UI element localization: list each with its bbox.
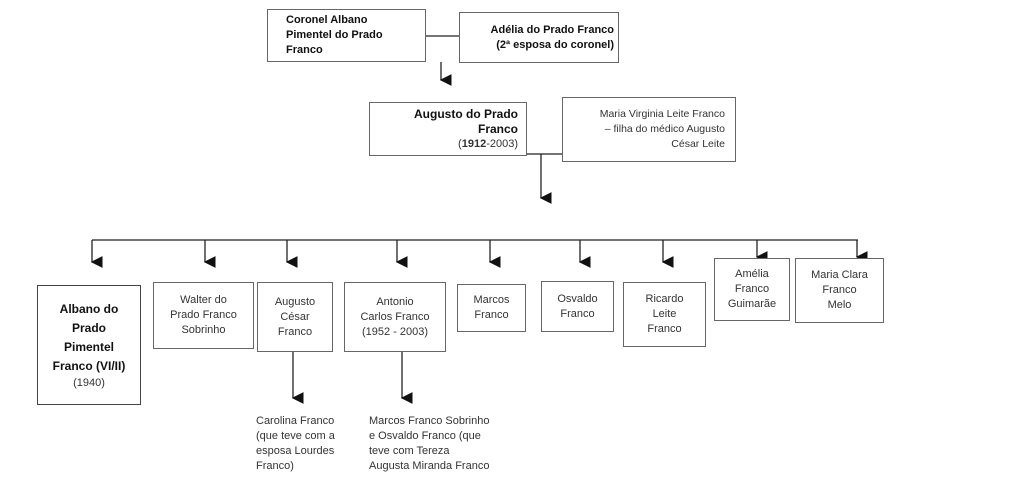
person-augusto-cesar: Augusto César Franco [257,282,333,352]
person-amelia: Amélia Franco Guimarãe [714,258,790,321]
augusto-dates: (1912-2003) [458,137,518,150]
person-albano: Albano do Prado Pimentel Franco (VI/II) … [37,285,141,405]
person-walter: Walter do Prado Franco Sobrinho [153,282,254,349]
note-carolina: Carolina Franco (que teve com a esposa L… [256,415,335,472]
person-augusto-do-prado: Augusto do Prado Franco (1912-2003) [369,102,527,156]
note-marcos-osvaldo: Marcos Franco Sobrinho e Osvaldo Franco … [369,415,490,472]
person-marcos: Marcos Franco [457,284,526,332]
person-coronel-albano: Coronel Albano Pimentel do Prado Franco [267,9,426,62]
person-antonio-carlos: Antonio Carlos Franco (1952 - 2003) [344,282,446,352]
person-maria-clara: Maria Clara Franco Melo [795,258,884,323]
person-osvaldo: Osvaldo Franco [541,281,614,332]
person-adelia: Adélia do Prado Franco (2ª esposa do cor… [459,12,619,63]
person-ricardo: Ricardo Leite Franco [623,282,706,347]
person-maria-virginia: Maria Virginia Leite Franco – filha do m… [562,97,736,162]
